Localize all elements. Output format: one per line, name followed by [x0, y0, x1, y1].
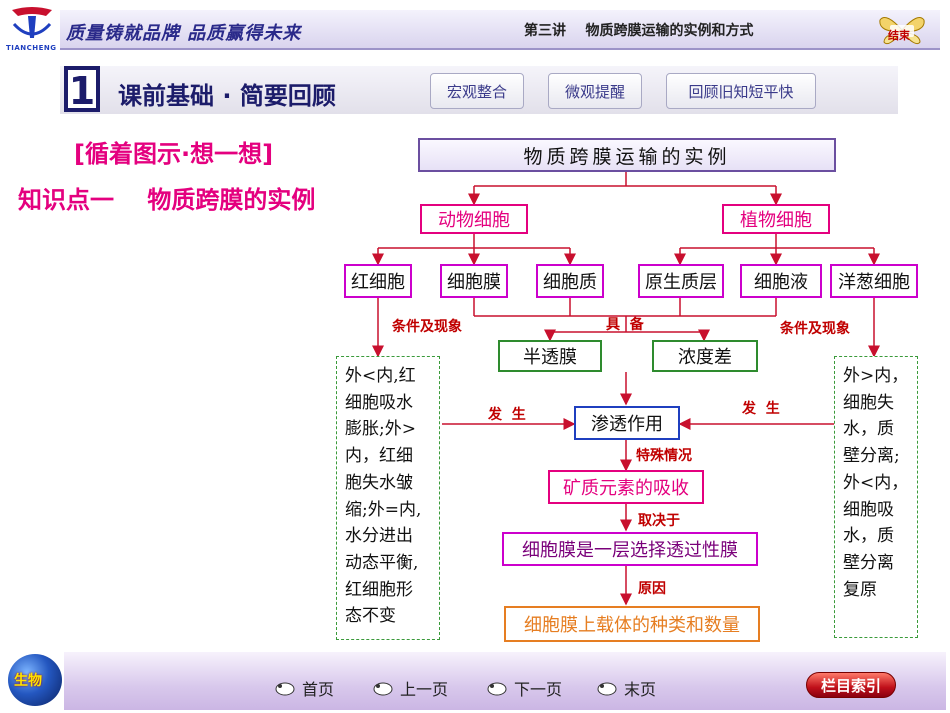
nav-next[interactable]: 下一页 [486, 676, 562, 700]
label-decide: 取决于 [638, 513, 680, 529]
index-button[interactable]: 栏目索引 [806, 672, 896, 698]
node-selective-membrane: 细胞膜是一层选择透过性膜 [502, 532, 758, 566]
sheep-icon [373, 682, 393, 696]
subject-globe-icon: 生物 [8, 654, 62, 706]
label-have: 具 备 [606, 317, 644, 333]
node-mineral-absorption: 矿质元素的吸收 [548, 470, 704, 504]
logo-text: TIANCHENG [6, 44, 57, 52]
diagram-root: 物质跨膜运输的实例 [418, 138, 836, 172]
red-cell-note-line: 水分进出 [345, 526, 413, 547]
node-animal-cell: 动物细胞 [420, 204, 528, 234]
red-cell-note-line: 态不变 [345, 606, 396, 627]
onion-cell-note-line: 壁分离 [843, 552, 894, 573]
end-button-label: 结束 [888, 29, 910, 42]
label-condition-right: 条件及现象 [780, 321, 850, 337]
node-semipermeable: 半透膜 [498, 340, 602, 372]
node-concentration-diff: 浓度差 [652, 340, 758, 372]
onion-cell-note-line: 水，质 [843, 526, 894, 547]
onion-cell-note-line: 水，质 [843, 419, 894, 440]
node-cell-sap: 细胞液 [740, 264, 822, 298]
sheep-icon [487, 682, 507, 696]
section-number-badge: 1 [64, 66, 100, 113]
tab-macro[interactable]: 宏观整合 [430, 73, 524, 109]
nav-last[interactable]: 末页 [596, 676, 656, 700]
node-cytoplasm: 细胞质 [536, 264, 604, 298]
label-occur-left: 发 生 [488, 407, 526, 423]
tiancheng-logo-icon [12, 7, 52, 38]
node-carrier: 细胞膜上载体的种类和数量 [504, 606, 760, 642]
knowledge-point-title: 知识点一 物质跨膜的实例 [18, 186, 316, 214]
onion-cell-note-line: 外>内， [843, 366, 909, 386]
nav-prev[interactable]: 上一页 [372, 676, 448, 700]
nav-first-label: 首页 [302, 680, 335, 699]
section-number: 1 [69, 69, 95, 113]
end-button[interactable]: 结束 [876, 10, 928, 50]
header-band [60, 10, 940, 50]
red-cell-note-line: 膨胀;外> [345, 419, 416, 440]
sheep-icon [597, 682, 617, 696]
header-bar: TIANCHENG 质量铸就品牌 品质赢得未来 第三讲 物质跨膜运输的实例和方式… [0, 0, 950, 58]
node-protoplast-layer: 原生质层 [638, 264, 724, 298]
node-cell-membrane: 细胞膜 [440, 264, 508, 298]
onion-cell-note-line: 细胞吸 [843, 499, 894, 520]
onion-cell-note: 外>内，细胞失水，质壁分离;外<内，细胞吸水，质壁分离复原 [834, 356, 918, 638]
red-cell-note-line: 红细胞形 [345, 579, 413, 600]
label-occur-right: 发 生 [742, 401, 780, 417]
tab-review[interactable]: 回顾旧知短平快 [666, 73, 816, 109]
subject-label: 生物 [14, 673, 42, 689]
sheep-icon [275, 682, 295, 696]
label-special: 特殊情况 [636, 448, 692, 464]
red-cell-note-line: 动态平衡, [345, 552, 419, 573]
red-cell-note-line: 缩;外=内, [345, 499, 422, 520]
lesson-title: 第三讲 物质跨膜运输的实例和方式 [524, 23, 754, 39]
red-cell-note-line: 外<内,红 [345, 366, 416, 386]
nav-next-label: 下一页 [514, 680, 563, 699]
onion-cell-note-line: 壁分离; [843, 446, 900, 467]
red-cell-note-line: 内，红细 [345, 446, 413, 467]
guide-heading: [循着图示·想一想] [74, 140, 274, 168]
onion-cell-note-line: 外<内， [843, 472, 909, 493]
label-reason: 原因 [638, 581, 666, 597]
tab-micro[interactable]: 微观提醒 [548, 73, 642, 109]
red-cell-note-line: 胞失水皱 [345, 472, 413, 493]
nav-last-label: 末页 [624, 680, 657, 699]
label-condition-left: 条件及现象 [392, 319, 462, 335]
red-cell-note-line: 细胞吸水 [345, 392, 413, 413]
onion-cell-note-line: 复原 [843, 579, 877, 600]
node-red-blood-cell: 红细胞 [344, 264, 412, 298]
section-title: 课前基础 · 简要回顾 [118, 82, 336, 110]
node-osmosis: 渗透作用 [574, 406, 680, 440]
red-cell-note: 外<内,红细胞吸水膨胀;外> 内，红细胞失水皱缩;外=内, 水分进出动态平衡, 红细胞… [336, 356, 440, 640]
onion-cell-note-line: 细胞失 [843, 392, 894, 413]
nav-prev-label: 上一页 [400, 680, 449, 699]
butterfly-icon [879, 17, 925, 45]
footer-bar [64, 652, 946, 710]
slogan: 质量铸就品牌 品质赢得未来 [66, 23, 302, 44]
node-plant-cell: 植物细胞 [722, 204, 830, 234]
nav-first[interactable]: 首页 [274, 676, 334, 700]
node-onion-cell: 洋葱细胞 [830, 264, 918, 298]
